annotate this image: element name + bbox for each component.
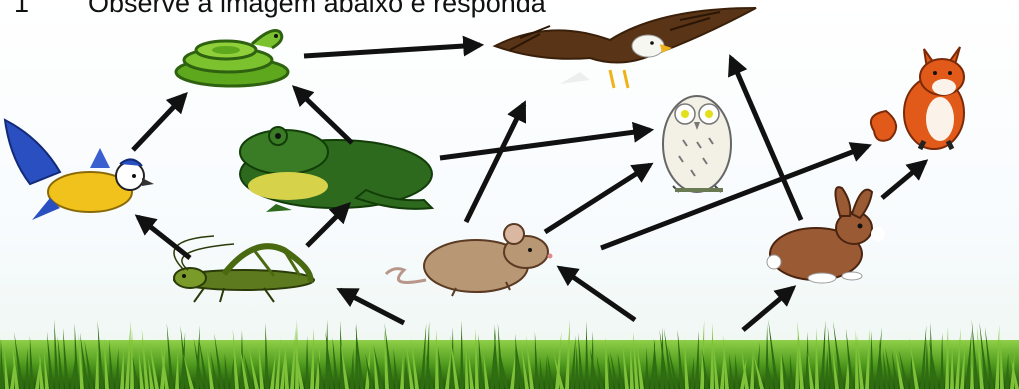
bird bbox=[5, 120, 154, 220]
frog bbox=[240, 127, 432, 212]
mouse bbox=[386, 224, 553, 296]
arrow-snake-to-eagle bbox=[304, 45, 480, 56]
grasshopper bbox=[174, 236, 314, 302]
arrow-frog-to-owl bbox=[440, 130, 650, 158]
arrow-grasshopper-to-bird bbox=[138, 217, 190, 258]
arrow-mouse-to-owl bbox=[545, 165, 650, 232]
owl bbox=[663, 96, 731, 192]
arrow-grass-to-grasshopper bbox=[340, 290, 404, 323]
arrow-grass-to-rabbit bbox=[743, 288, 793, 330]
eagle bbox=[495, 8, 756, 88]
arrow-bird-to-snake bbox=[133, 95, 185, 150]
grass bbox=[0, 319, 1019, 389]
arrow-grass-to-mouse bbox=[560, 268, 635, 320]
arrow-rabbit-to-fox bbox=[882, 162, 925, 198]
snake bbox=[176, 31, 288, 87]
arrow-grasshopper-to-frog bbox=[307, 205, 348, 246]
rabbit bbox=[767, 187, 885, 283]
fox bbox=[871, 47, 964, 149]
arrow-mouse-to-eagle bbox=[466, 104, 524, 222]
